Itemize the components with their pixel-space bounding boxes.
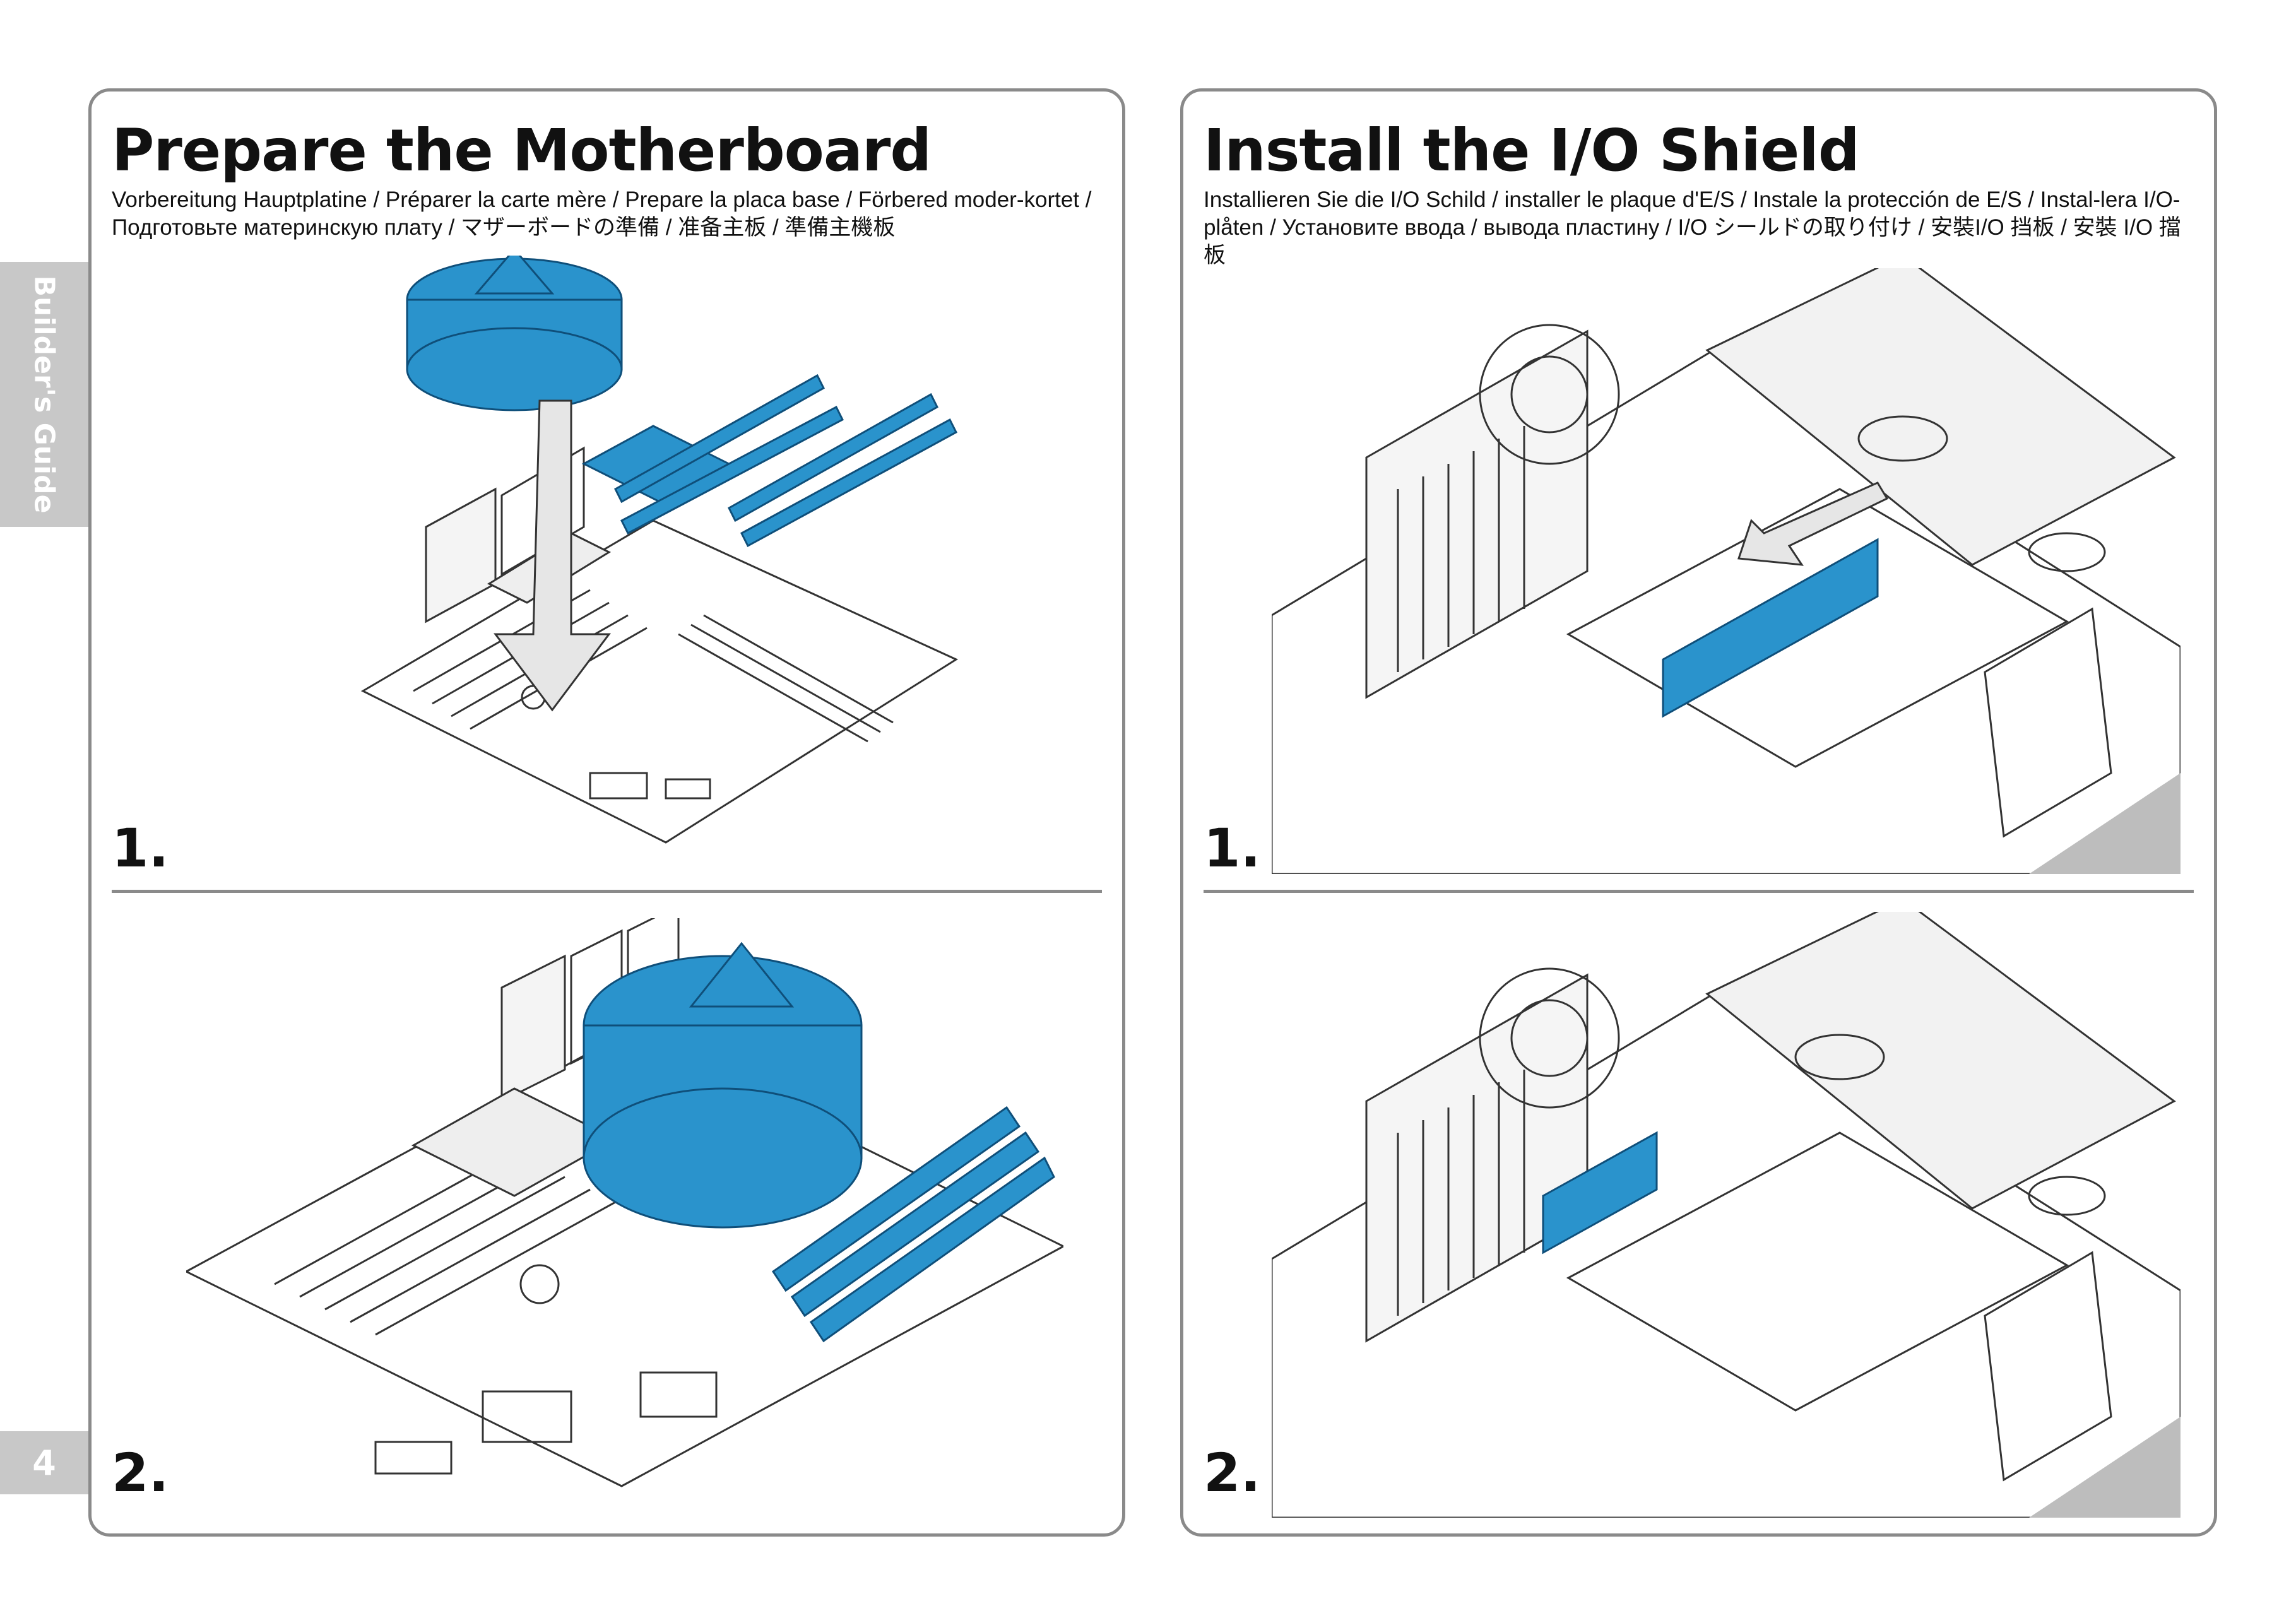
- panel-subtitle: Vorbereitung Hauptplatine / Préparer la …: [112, 187, 1092, 240]
- step-divider: [112, 890, 1102, 893]
- install-io-shield-panel: Install the I/O Shield Installieren Sie …: [1180, 88, 2217, 1537]
- step-number-1: 1.: [1204, 817, 1261, 879]
- case-io-shield-illustration-step2: [1272, 912, 2181, 1518]
- panel-title: Prepare the Motherboard: [112, 117, 932, 184]
- case-io-shield-illustration-step1: [1272, 268, 2181, 874]
- panel-title: Install the I/O Shield: [1204, 117, 1860, 184]
- step-number-2: 2.: [1204, 1442, 1261, 1504]
- builders-guide-tab: Builder's Guide: [0, 262, 88, 527]
- step-divider: [1204, 890, 2194, 893]
- motherboard-cooler-illustration-step1: [325, 256, 981, 874]
- page-number: 4: [0, 1431, 88, 1494]
- step-number-2: 2.: [112, 1442, 169, 1504]
- panel-subtitle: Installieren Sie die I/O Schild / instal…: [1204, 187, 2181, 268]
- prepare-motherboard-panel: Prepare the Motherboard Vorbereitung Hau…: [88, 88, 1125, 1537]
- builders-guide-label: Builder's Guide: [28, 275, 61, 514]
- step-number-1: 1.: [112, 817, 169, 879]
- motherboard-cooler-illustration-step2: [186, 918, 1063, 1511]
